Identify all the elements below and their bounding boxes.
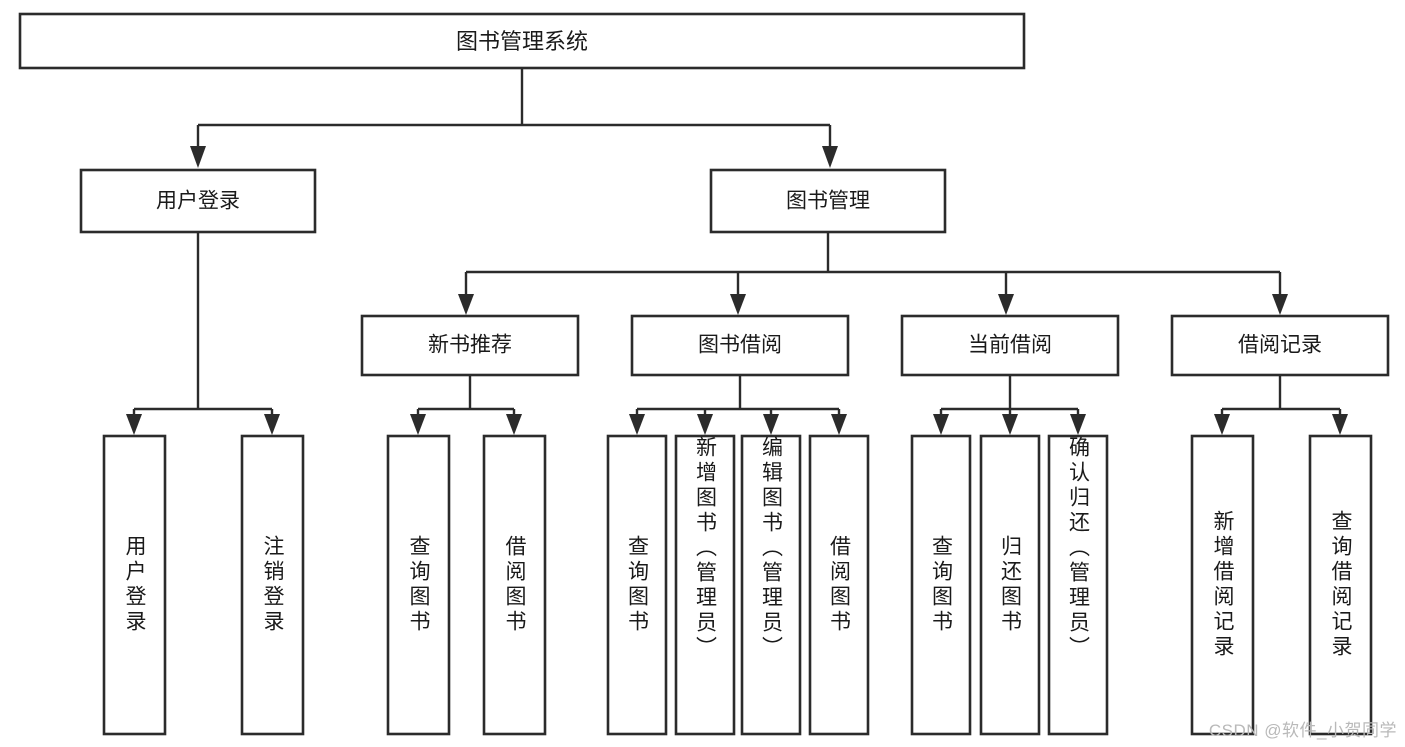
arrow-cb-to-leaf2 (1002, 414, 1018, 435)
leaf-box-borrow-record-2[interactable] (1308, 434, 1373, 736)
node-root-box[interactable] (18, 12, 1026, 70)
node-user-login-box[interactable] (79, 168, 317, 234)
arrow-cb-to-leaf1 (933, 414, 949, 435)
leaf-box-book-borrow-4[interactable] (808, 434, 870, 736)
arrow-bb-to-leaf3 (763, 414, 779, 435)
node-book-manage-label: 图书管理 (786, 190, 870, 213)
arrow-root-to-book-manage (822, 146, 838, 168)
connector-group-current-borrow (933, 375, 1086, 435)
node-borrow-record-box[interactable] (1170, 314, 1390, 377)
arrow-ul-to-leaf1 (126, 414, 142, 435)
leaf-box-new-book-1[interactable] (386, 434, 451, 736)
arrow-ul-to-leaf2 (264, 414, 280, 435)
arrow-nb-to-leaf2 (506, 414, 522, 435)
csdn-watermark: CSDN @软件_小贺同学 (1208, 721, 1397, 740)
connector-group-book-borrow (629, 375, 847, 435)
leaf-box-new-book-2[interactable] (482, 434, 547, 736)
node-root-label: 图书管理系统 (456, 29, 588, 54)
node-new-book-label: 新书推荐 (428, 334, 512, 357)
leaf-box-current-borrow-3[interactable] (1047, 434, 1109, 736)
node-current-borrow-box[interactable] (900, 314, 1120, 377)
node-new-book-box[interactable] (360, 314, 580, 377)
connector-group-book-manage (458, 232, 1288, 315)
leaf-box-current-borrow-1[interactable] (910, 434, 972, 736)
arrow-bb-to-leaf1 (629, 414, 645, 435)
arrow-bm-to-current-borrow (998, 294, 1014, 315)
connector-group-root (190, 68, 838, 168)
arrow-bm-to-new-book (458, 294, 474, 315)
arrow-bb-to-leaf4 (831, 414, 847, 435)
leaf-box-current-borrow-2[interactable] (979, 434, 1041, 736)
arrow-bm-to-book-borrow (730, 294, 746, 315)
node-user-login-label: 用户登录 (156, 190, 240, 213)
arrow-cb-to-leaf3 (1070, 414, 1086, 435)
arrow-nb-to-leaf1 (410, 414, 426, 435)
leaf-box-user-login-1[interactable] (102, 434, 167, 736)
leaf-box-borrow-record-1[interactable] (1190, 434, 1255, 736)
leaf-box-book-borrow-3[interactable] (740, 434, 802, 736)
node-current-borrow-label: 当前借阅 (968, 334, 1052, 357)
arrow-bm-to-borrow-record (1272, 294, 1288, 315)
arrow-root-to-user-login (190, 146, 206, 168)
connector-group-new-book (410, 375, 522, 435)
node-book-borrow-box[interactable] (630, 314, 850, 377)
leaf-box-user-login-2[interactable] (240, 434, 305, 736)
leaf-box-book-borrow-1[interactable] (606, 434, 668, 736)
connector-group-borrow-record (1214, 375, 1348, 435)
node-book-manage-box[interactable] (709, 168, 947, 234)
arrow-br-to-leaf2 (1332, 414, 1348, 435)
leaf-box-book-borrow-2[interactable] (674, 434, 736, 736)
arrow-bb-to-leaf2 (697, 414, 713, 435)
connector-group-user-login (126, 232, 280, 435)
arrow-br-to-leaf1 (1214, 414, 1230, 435)
node-book-borrow-label: 图书借阅 (698, 334, 782, 357)
node-borrow-record-label: 借阅记录 (1238, 334, 1322, 357)
